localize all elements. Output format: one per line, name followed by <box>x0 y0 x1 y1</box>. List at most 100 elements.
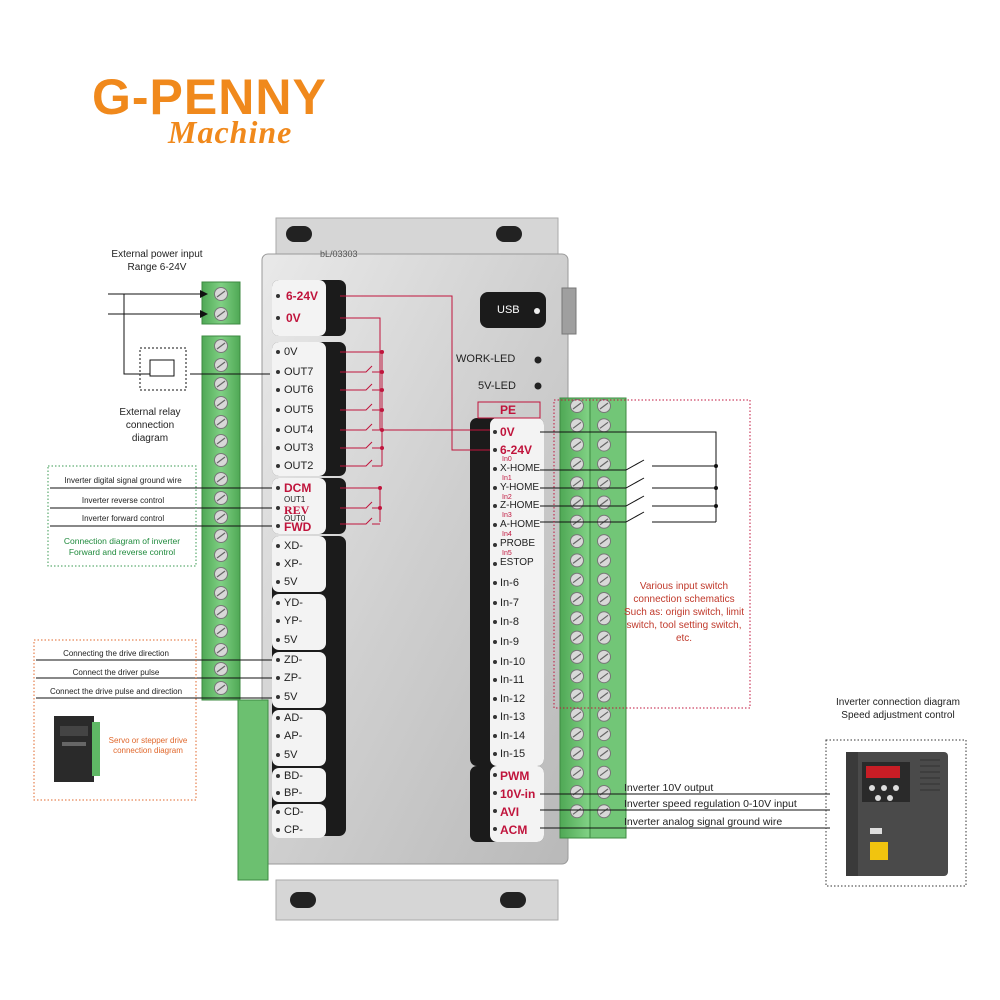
inv-forward-note: Inverter forward control <box>81 514 165 523</box>
label-dot <box>493 827 497 831</box>
label-dot <box>276 791 280 795</box>
label-dot <box>493 809 497 813</box>
relay-note: External relay connection diagram <box>119 407 181 444</box>
terminal-screw-slot <box>599 692 609 699</box>
inv-ground-note: Inverter digital signal ground wire <box>64 476 182 485</box>
label-dot <box>493 601 497 605</box>
ext-power-note: External power input Range 6-24V <box>111 249 203 273</box>
label-dot <box>276 774 280 778</box>
terminal-screw-slot <box>599 653 609 661</box>
label-dot <box>276 716 280 720</box>
terminal-screw-slot <box>572 460 582 468</box>
terminal-screw-slot <box>216 513 226 521</box>
terminal-screw-slot <box>599 595 609 603</box>
input-label: Z-HOME <box>500 500 540 511</box>
inverter-conn-note: Inverter connection diagram Speed adjust… <box>836 697 960 721</box>
axis-label: CP- <box>284 824 303 836</box>
output-label: OUT6 <box>284 384 314 396</box>
axis-label: ZP- <box>284 672 302 684</box>
terminal-screw-slot <box>599 460 609 468</box>
axis-label: AP- <box>284 730 303 742</box>
input-label: In-12 <box>500 693 526 705</box>
input-label: In-8 <box>500 616 519 628</box>
brand-logo-title: G-PENNY <box>92 69 327 125</box>
terminal-screw-slot <box>572 711 582 719</box>
terminal-screw-slot <box>599 614 609 622</box>
input-tag: In1 <box>502 475 512 482</box>
axis-label: ZD- <box>284 654 303 666</box>
terminal-screw-slot <box>216 361 226 369</box>
label-dot <box>276 638 280 642</box>
terminal-screw-slot <box>572 672 582 680</box>
inv-fwd-rev-caption: Connection diagram of inverter Forward a… <box>63 536 181 557</box>
input-tag: In3 <box>502 512 512 519</box>
label-dot <box>493 715 497 719</box>
input-tag: In4 <box>502 531 512 538</box>
terminal-screw-slot <box>572 653 582 661</box>
terminal-screw-slot <box>599 479 609 487</box>
label-dot <box>276 524 280 528</box>
terminal-screw-slot <box>216 494 226 502</box>
terminal-screw-slot <box>216 589 226 597</box>
input-tag: In0 <box>502 456 512 463</box>
power-label-2: 0V <box>286 311 301 325</box>
terminal-screw-slot <box>572 421 582 429</box>
terminal-screw-slot <box>572 692 582 699</box>
terminal-screw-slot <box>599 402 609 410</box>
input-label: 6-24V <box>500 443 533 457</box>
inv-10v-note: Inverter 10V output <box>624 782 714 794</box>
board-serial: bL/03303 <box>320 249 358 259</box>
servo-drive-box <box>33 639 197 801</box>
analog-label: 10V-in <box>500 787 536 801</box>
label-dot <box>276 695 280 699</box>
terminal-screw-slot <box>216 608 226 616</box>
label-dot <box>276 370 280 374</box>
stepper-driver-icon <box>54 716 100 782</box>
input-label: In-7 <box>500 597 519 609</box>
right-terminal-block <box>559 397 627 839</box>
input-label: Y-HOME <box>500 482 540 493</box>
terminal-screw-slot <box>599 634 609 642</box>
usb-label[interactable]: USB <box>497 304 520 316</box>
terminal-screw-slot <box>572 749 582 757</box>
terminal-screw-slot <box>572 441 582 449</box>
terminal-screw-slot <box>216 684 226 692</box>
label-dot <box>493 581 497 585</box>
axis-label: AD- <box>284 712 303 724</box>
terminal-screw-slot <box>572 402 582 410</box>
label-dot <box>493 773 497 777</box>
label-dot <box>493 734 497 738</box>
usb-port-icon <box>561 287 577 335</box>
label-dot <box>493 697 497 701</box>
drive-dir-note: Connecting the drive direction <box>63 649 169 658</box>
usb-badge <box>480 292 546 328</box>
5v-led-label: 5V-LED <box>478 380 516 392</box>
label-dot <box>493 752 497 756</box>
input-label: In-13 <box>500 711 526 723</box>
axis-label: 5V <box>284 576 298 588</box>
label-dot <box>276 486 280 490</box>
axis-label: 5V <box>284 691 298 703</box>
input-label: In-9 <box>500 636 519 648</box>
internal-wiring <box>340 295 490 525</box>
label-dot <box>276 562 280 566</box>
terminal-screw-slot <box>572 479 582 487</box>
inv-speed-note: Inverter speed regulation 0-10V input <box>624 798 797 810</box>
label-dot <box>276 294 280 298</box>
terminal-screw-slot <box>599 749 609 757</box>
label-dot <box>493 620 497 624</box>
power-label-1: 6-24V <box>286 289 319 303</box>
label-dot <box>493 504 497 508</box>
inverter-device-icon <box>846 752 948 876</box>
label-dot <box>276 753 280 757</box>
terminal-screw-slot <box>216 627 226 635</box>
terminal-screw-slot <box>216 456 226 464</box>
terminal-screw-slot <box>572 730 582 738</box>
terminal-screw-slot <box>572 576 582 584</box>
inverter-ctrl-label: FWD <box>284 520 312 534</box>
axis-label: BD- <box>284 770 303 782</box>
terminal-screw-slot <box>599 711 609 719</box>
axis-label: XP- <box>284 558 303 570</box>
input-label: A-HOME <box>500 519 540 530</box>
